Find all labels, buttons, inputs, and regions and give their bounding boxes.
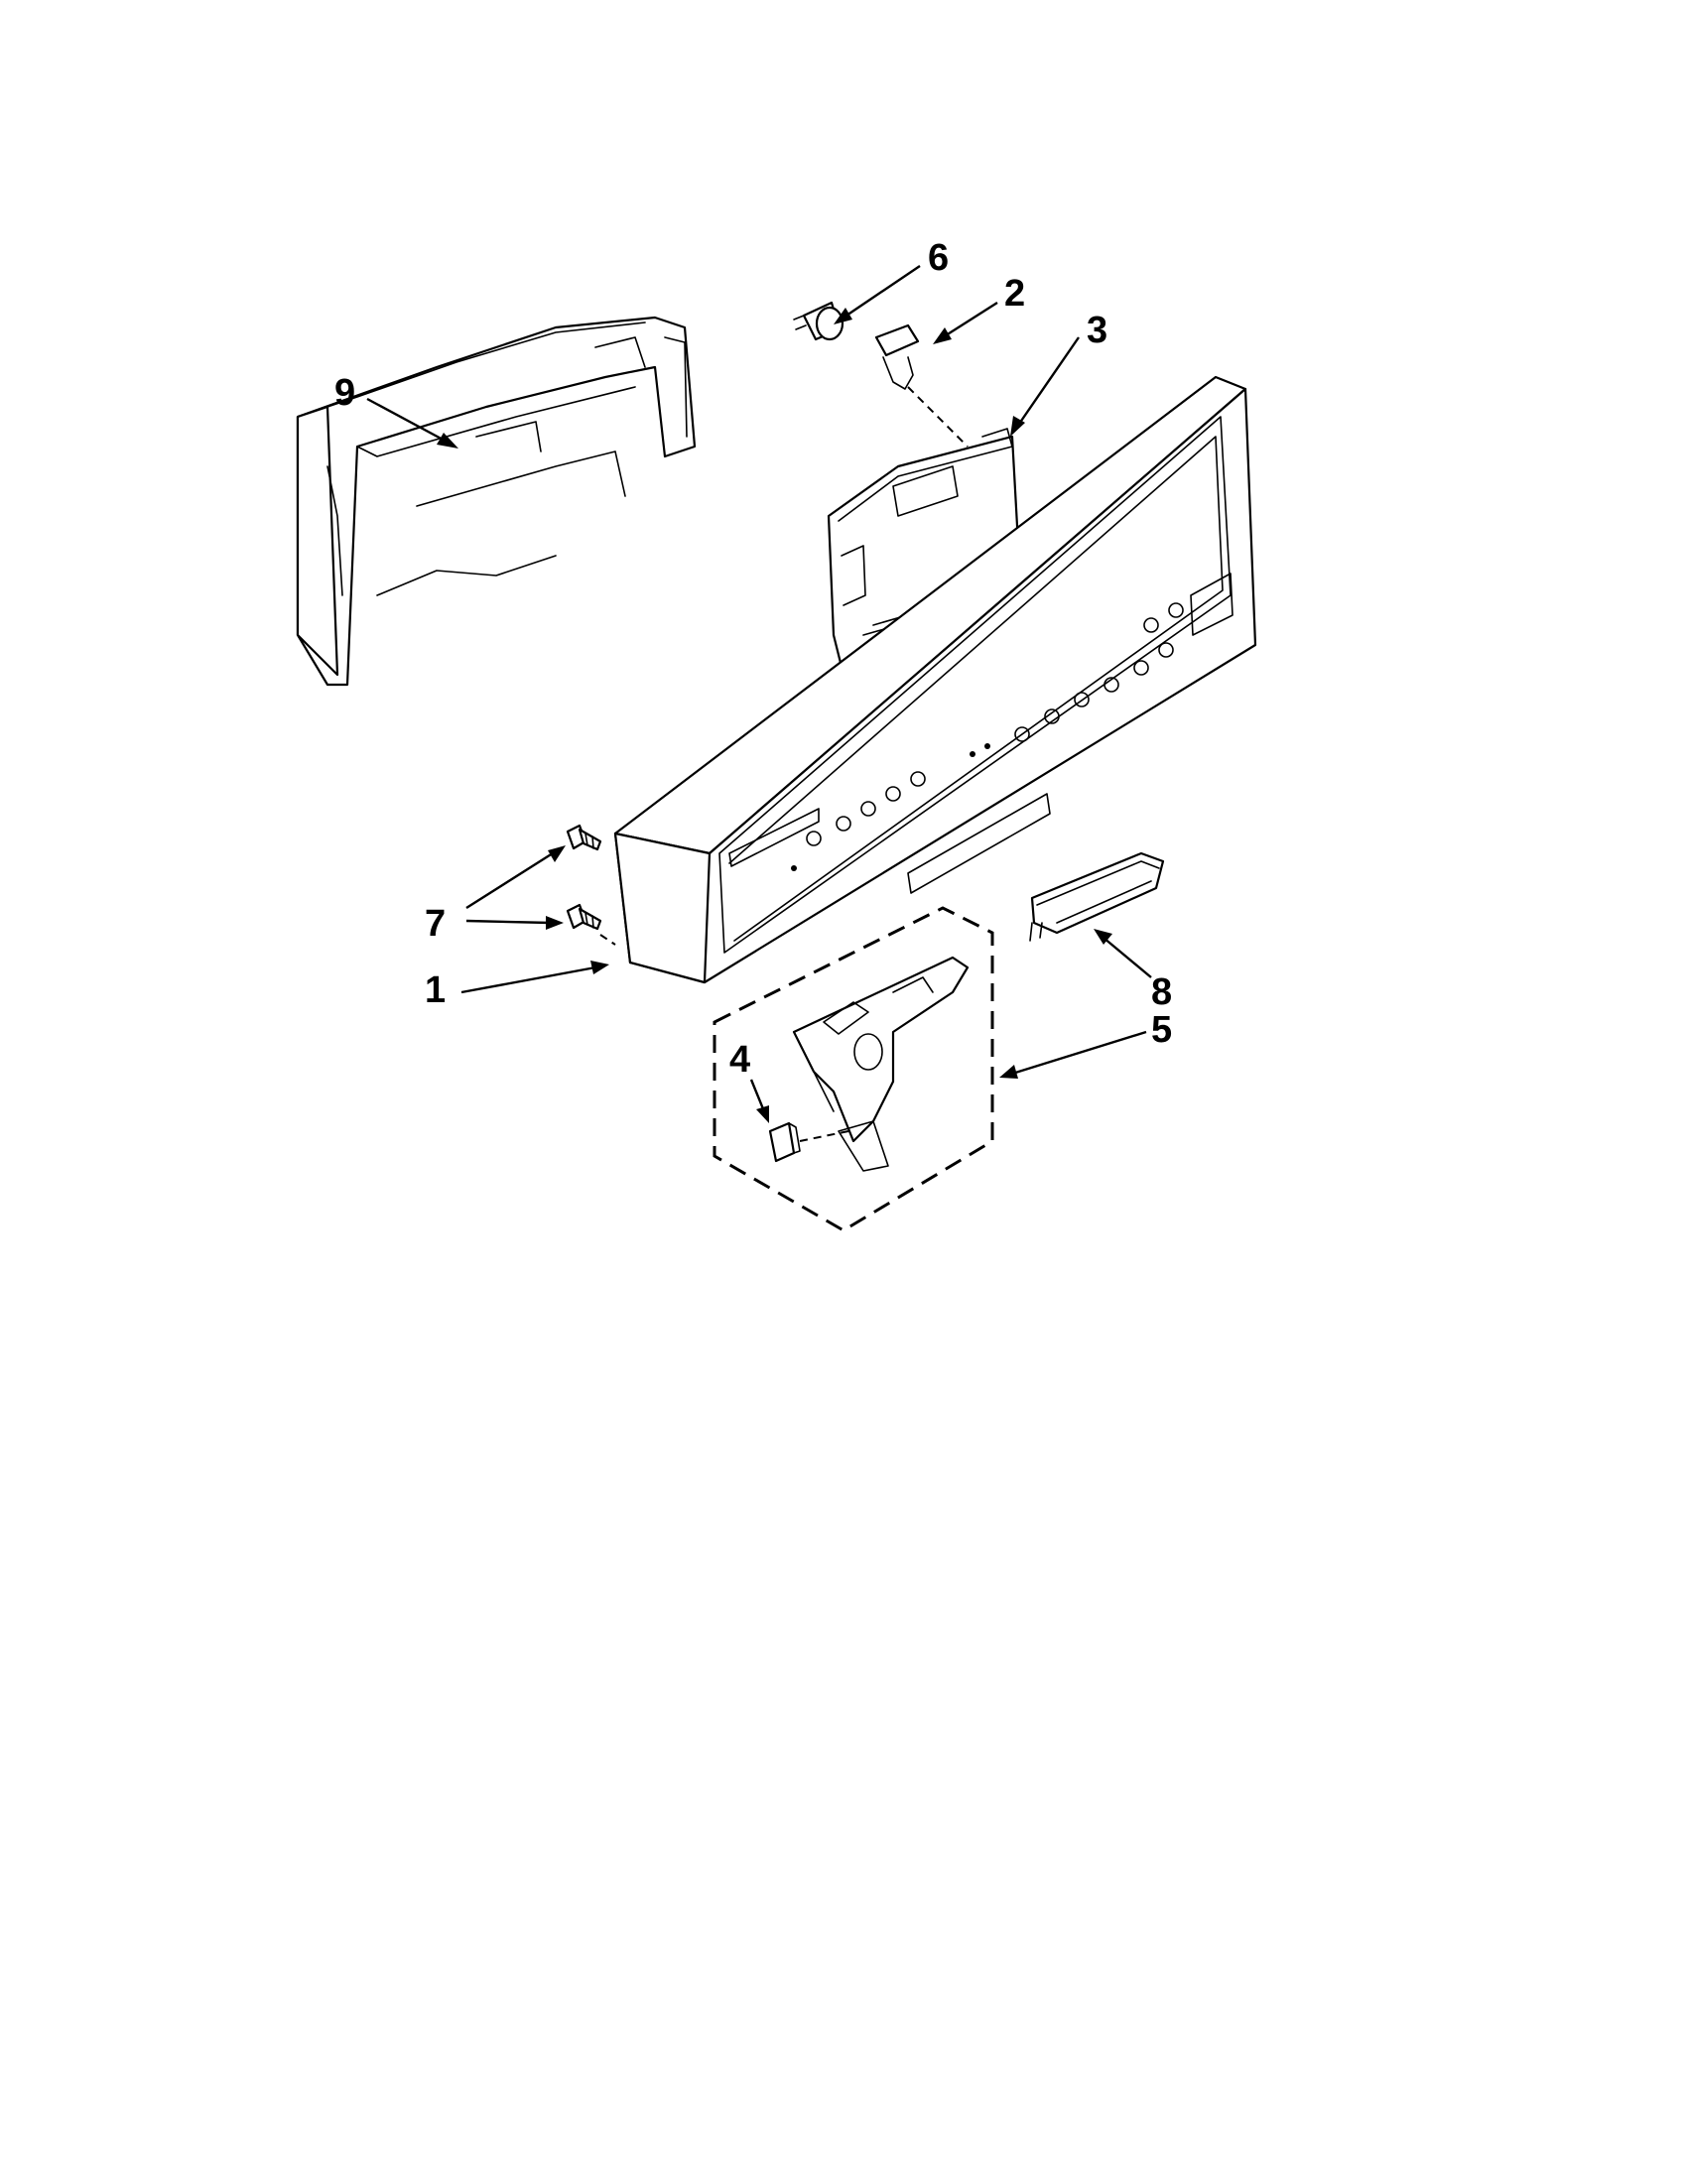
part-6-component — [793, 301, 844, 341]
arrowhead-7-upper — [548, 845, 566, 862]
part-7-screw-lower — [566, 903, 602, 931]
callout-label-3: 3 — [1087, 310, 1107, 351]
arrowhead-6 — [834, 308, 852, 324]
leader-line-7-lower — [465, 919, 552, 925]
part-1-console-panel — [613, 375, 1257, 984]
arrowhead-2 — [933, 327, 952, 344]
leader-line-2 — [942, 301, 998, 339]
assembly-line-2-3 — [907, 386, 969, 448]
arrowhead-7-lower — [546, 916, 564, 930]
callout-label-9: 9 — [334, 372, 355, 414]
arrowhead-3 — [1010, 416, 1025, 437]
part-4-switch — [768, 1121, 801, 1163]
leader-line-7-upper — [465, 849, 557, 910]
callout-label-8: 8 — [1151, 971, 1172, 1013]
part-5-latch-assembly — [792, 956, 970, 1172]
callout-label-7: 7 — [425, 903, 446, 945]
callout-label-6: 6 — [928, 237, 949, 279]
arrowhead-8 — [1094, 929, 1112, 945]
arrowhead-4 — [756, 1105, 769, 1123]
part-2-clip — [874, 323, 920, 390]
part-7-screw-upper — [566, 824, 602, 851]
assembly-line-7-lower — [599, 934, 616, 946]
leader-line-8 — [1103, 937, 1152, 978]
leader-line-4 — [749, 1079, 766, 1112]
arrowhead-1 — [590, 961, 609, 974]
leader-line-3 — [1016, 336, 1080, 428]
callout-label-2: 2 — [1004, 273, 1025, 315]
callout-label-5: 5 — [1151, 1009, 1172, 1051]
leader-line-6 — [843, 265, 921, 319]
arrowhead-5 — [999, 1065, 1018, 1079]
part-5-assembly-outline — [713, 906, 994, 1232]
leader-line-5 — [1011, 1030, 1147, 1076]
leader-line-9 — [366, 397, 448, 444]
callout-label-4: 4 — [729, 1039, 750, 1081]
callout-label-1: 1 — [425, 969, 446, 1011]
part-9-bracket — [296, 316, 697, 687]
arrowhead-9 — [437, 433, 458, 449]
part-8-latch — [1029, 851, 1165, 942]
leader-line-1 — [460, 965, 596, 994]
